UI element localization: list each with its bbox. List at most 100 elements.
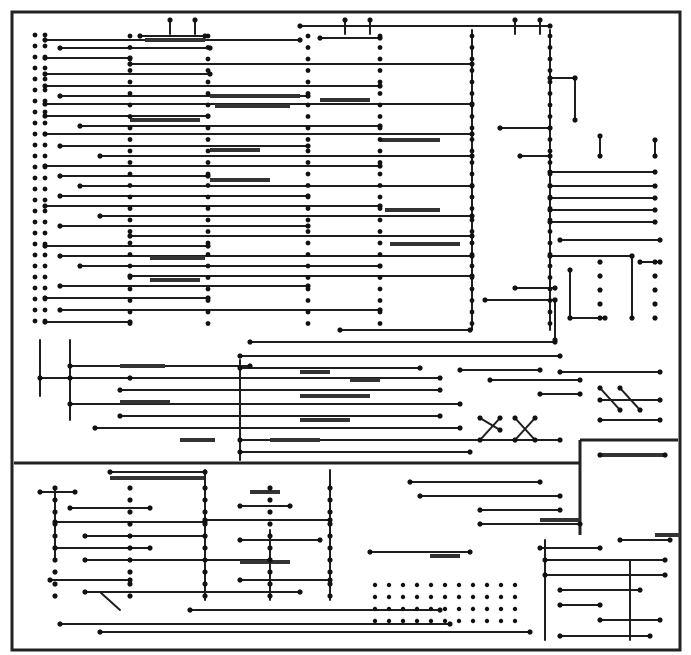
solder-pad bbox=[547, 195, 553, 201]
solder-pad bbox=[305, 217, 311, 223]
solder-pad bbox=[327, 581, 333, 587]
solder-pad bbox=[469, 194, 475, 200]
solder-pad bbox=[537, 545, 543, 551]
solder-pad bbox=[469, 79, 475, 85]
solder-pad bbox=[127, 319, 133, 325]
solder-pad bbox=[305, 125, 311, 131]
solder-pad bbox=[377, 217, 383, 223]
solder-pad bbox=[457, 401, 463, 407]
solder-pad bbox=[305, 137, 311, 142]
solder-pad bbox=[437, 607, 443, 613]
solder-pad bbox=[557, 507, 563, 513]
solder-pad bbox=[305, 321, 311, 326]
solder-pad bbox=[597, 545, 603, 551]
solder-pad bbox=[547, 240, 553, 246]
solder-pad bbox=[469, 125, 475, 131]
solder-pad bbox=[469, 131, 475, 137]
solder-pad bbox=[327, 545, 333, 551]
solder-pad bbox=[377, 240, 383, 246]
solder-pad bbox=[267, 545, 273, 551]
solder-pad bbox=[414, 594, 420, 600]
solder-pad bbox=[547, 153, 553, 159]
solder-pad bbox=[57, 173, 63, 179]
solder-pad bbox=[657, 237, 663, 243]
solder-pad bbox=[547, 45, 553, 50]
solder-pad bbox=[377, 79, 383, 85]
solder-pad bbox=[517, 153, 523, 159]
solder-pad bbox=[456, 594, 462, 600]
solder-pad bbox=[469, 137, 475, 142]
solder-pad bbox=[297, 589, 303, 595]
solder-pad bbox=[32, 87, 38, 93]
solder-pad bbox=[107, 469, 113, 475]
solder-pad bbox=[400, 618, 406, 624]
solder-pad bbox=[414, 618, 420, 624]
solder-pad bbox=[32, 131, 38, 137]
solder-pad bbox=[127, 68, 133, 73]
solder-pad bbox=[207, 71, 213, 77]
solder-pad bbox=[572, 117, 578, 123]
solder-pad bbox=[42, 219, 48, 225]
solder-pad bbox=[205, 183, 211, 188]
solder-pad bbox=[192, 17, 198, 23]
solder-pad bbox=[547, 56, 553, 62]
solder-pad bbox=[305, 79, 311, 85]
solder-pad bbox=[305, 283, 311, 289]
solder-pad bbox=[247, 339, 253, 345]
solder-pad bbox=[327, 509, 333, 515]
solder-pad bbox=[305, 223, 311, 229]
solder-pad bbox=[470, 606, 476, 612]
solder-pad bbox=[617, 407, 623, 413]
solder-pad bbox=[667, 537, 673, 543]
solder-pad bbox=[537, 479, 543, 485]
solder-pad bbox=[42, 120, 48, 126]
solder-pad bbox=[372, 606, 378, 612]
solder-pad bbox=[512, 285, 518, 291]
solder-pad bbox=[187, 607, 193, 613]
solder-pad bbox=[42, 285, 48, 291]
solder-pad bbox=[377, 263, 383, 269]
solder-pad bbox=[327, 517, 333, 523]
solder-pad bbox=[597, 273, 603, 279]
solder-pad bbox=[205, 263, 211, 269]
solder-pad bbox=[67, 401, 73, 407]
solder-pad bbox=[202, 569, 208, 575]
solder-pad bbox=[32, 296, 38, 302]
solder-pad bbox=[127, 240, 133, 246]
solder-pad bbox=[557, 587, 563, 593]
solder-pad bbox=[547, 79, 553, 85]
solder-pad bbox=[469, 114, 475, 119]
solder-pad bbox=[127, 263, 133, 269]
solder-pad bbox=[557, 369, 563, 375]
solder-pad bbox=[237, 353, 243, 359]
solder-pad bbox=[377, 123, 383, 129]
solder-pad bbox=[372, 618, 378, 624]
solder-pad bbox=[127, 233, 133, 239]
solder-pad bbox=[469, 217, 475, 223]
solder-pad bbox=[57, 143, 63, 149]
solder-pad bbox=[32, 98, 38, 104]
solder-pad bbox=[469, 101, 475, 107]
solder-pad bbox=[469, 33, 475, 39]
solder-pad bbox=[597, 259, 603, 265]
solder-pad bbox=[32, 54, 38, 60]
solder-pad bbox=[267, 497, 273, 503]
solder-pad bbox=[42, 113, 48, 119]
solder-pad bbox=[202, 33, 208, 39]
solder-pad bbox=[547, 137, 553, 142]
solder-pad bbox=[377, 229, 383, 234]
solder-pad bbox=[470, 594, 476, 600]
solder-pad bbox=[417, 493, 423, 499]
solder-pad bbox=[652, 169, 658, 175]
solder-pad bbox=[547, 309, 553, 315]
solder-pad bbox=[237, 537, 243, 543]
solder-pad bbox=[42, 175, 48, 181]
solder-pad bbox=[205, 286, 211, 292]
solder-pad bbox=[629, 315, 635, 321]
solder-pad bbox=[542, 572, 548, 578]
solder-pad bbox=[442, 582, 448, 588]
solder-pad bbox=[305, 183, 311, 188]
solder-pad bbox=[52, 533, 58, 539]
solder-pad bbox=[305, 171, 311, 177]
